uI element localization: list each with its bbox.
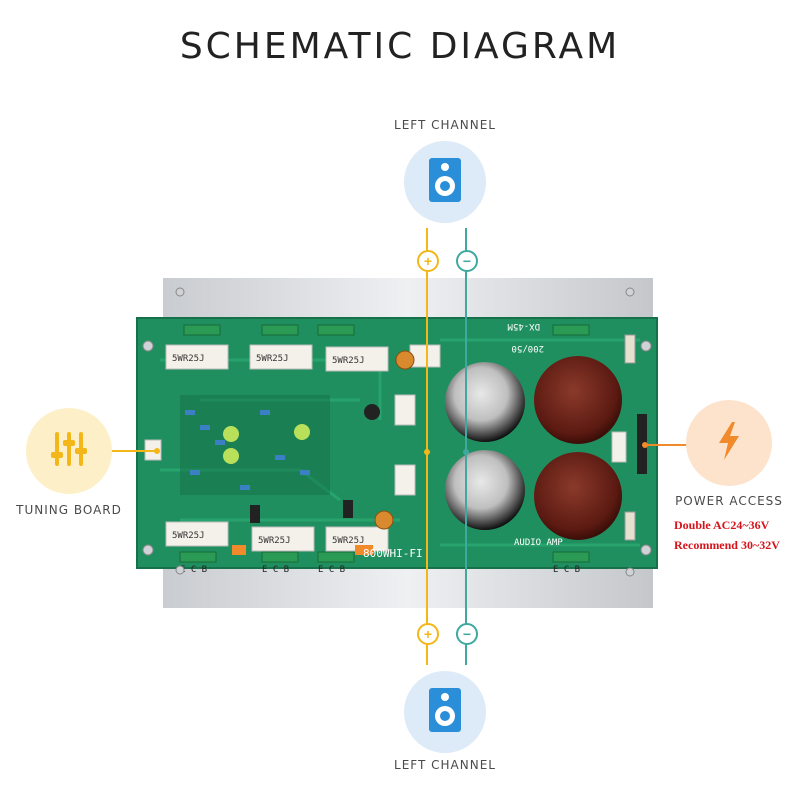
resistor-label-1: 5WR25J [172, 354, 205, 364]
plus-icon: + [423, 253, 433, 269]
resistor-label-4: 5WR25J [172, 531, 205, 541]
board-model-label: DX-45M [507, 321, 540, 331]
terminal-label-1: E C B [180, 565, 207, 575]
power-resistors [165, 344, 389, 552]
board-audio-label: AUDIO AMP [514, 538, 563, 548]
speaker-icon [428, 157, 462, 208]
minus-icon: − [462, 253, 472, 269]
terminal-label-4: E C B [553, 565, 580, 575]
lightning-icon [716, 421, 742, 466]
small-components [144, 334, 647, 555]
sliders-icon [49, 430, 89, 473]
power-circle [686, 400, 772, 486]
resistor-label-5: 5WR25J [258, 536, 291, 546]
negative-terminal-top: − [456, 250, 478, 272]
plus-icon: + [423, 626, 433, 642]
top-channel-label: LEFT CHANNEL [394, 118, 496, 132]
terminal-blocks [179, 324, 590, 563]
board-cap-label: 200/50 [511, 343, 544, 353]
mounting-holes [142, 287, 652, 577]
speaker-icon [428, 687, 462, 738]
positive-terminal-top: + [417, 250, 439, 272]
positive-terminal-bottom: + [417, 623, 439, 645]
power-voltage-note: Double AC24~36V [674, 518, 770, 532]
top-speaker-circle [404, 141, 486, 223]
page-title: SCHEMATIC DIAGRAM [179, 26, 621, 67]
resistor-label-3: 5WR25J [332, 356, 365, 366]
tuning-circle [26, 408, 112, 494]
minus-icon: − [462, 626, 472, 642]
resistor-label-6: 5WR25J [332, 536, 365, 546]
terminal-label-2: E C B [262, 565, 289, 575]
bottom-channel-label: LEFT CHANNEL [394, 758, 496, 772]
bottom-speaker-circle [404, 671, 486, 753]
terminal-label-3: E C B [318, 565, 345, 575]
power-label: POWER ACCESS [675, 494, 783, 508]
power-recommend-note: Recommend 30~32V [674, 538, 780, 552]
negative-terminal-bottom: − [456, 623, 478, 645]
board-hifi-label: 800WHI-FI [363, 547, 423, 560]
tuning-label: TUNING BOARD [16, 503, 122, 517]
resistor-label-2: 5WR25J [256, 354, 289, 364]
